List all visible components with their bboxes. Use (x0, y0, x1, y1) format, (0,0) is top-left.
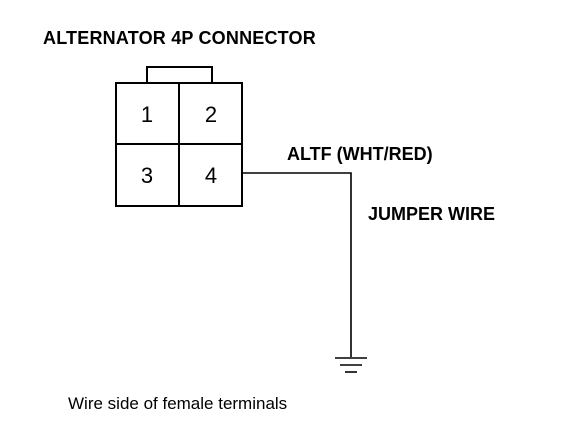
pin-4-label: 4 (205, 163, 217, 188)
pin-3-label: 3 (141, 163, 153, 188)
ground-icon (335, 357, 367, 373)
wire-color-label: ALTF (WHT/RED) (287, 144, 433, 164)
connector-latch (146, 66, 213, 84)
jumper-wire-label: JUMPER WIRE (368, 204, 496, 224)
connector-title: ALTERNATOR 4P CONNECTOR (43, 28, 316, 48)
jumper-wire (242, 172, 352, 357)
pin-1-label: 1 (141, 102, 153, 127)
terminal-side-caption: Wire side of female terminals (68, 394, 288, 413)
pin-2-label: 2 (205, 102, 217, 127)
